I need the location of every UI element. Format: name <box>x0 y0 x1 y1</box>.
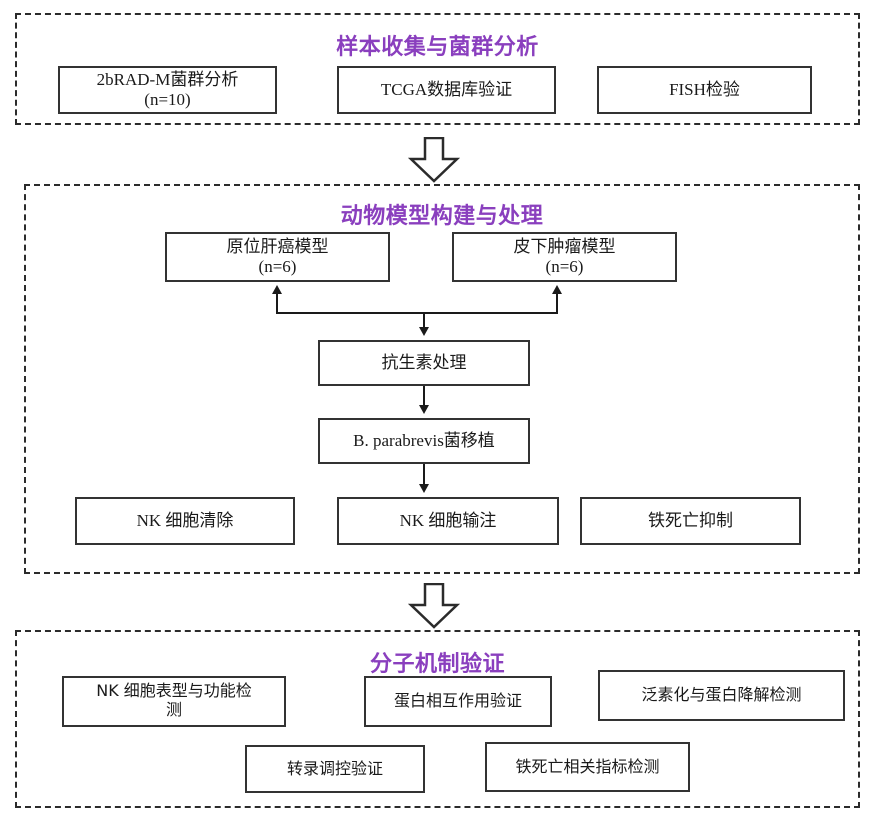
box-2brad-m-analysis[interactable]: 2bRAD-M菌群分析 (n=10) <box>58 66 277 114</box>
arrowhead-down-to-antibiotic <box>419 327 429 336</box>
box-nk-infusion-text: NK 细胞输注 <box>399 510 497 530</box>
box-orthotopic-liver-cancer-model[interactable]: 原位肝癌模型 (n=6) <box>165 232 390 282</box>
box-nk-phenotype-function-assay[interactable]: NK 细胞表型与功能检 测 <box>62 676 286 727</box>
box-fish-assay[interactable]: FISH检验 <box>597 66 812 114</box>
box-line2: (n=6) <box>258 257 297 276</box>
section-title-sample-collection: 样本收集与菌群分析 <box>336 35 539 60</box>
box-line1: 原位肝癌模型 <box>226 236 329 256</box>
box-line1: 2bRAD-M菌群分析 <box>96 69 239 89</box>
box-ferroptosis-marker-assay-text: 铁死亡相关指标检测 <box>515 756 660 776</box>
box-transcription-regulation-validation[interactable]: 转录调控验证 <box>245 745 425 793</box>
box-tcga-validation-text: TCGA数据库验证 <box>380 79 513 99</box>
box-ferroptosis-inhibition[interactable]: 铁死亡抑制 <box>580 497 801 545</box>
box-ubiquitination-degradation-assay[interactable]: 泛素化与蛋白降解检测 <box>598 670 845 721</box>
box-nk-phenotype-function-assay-text: NK 细胞表型与功能检 测 <box>96 681 252 720</box>
box-ferroptosis-inhibition-text: 铁死亡抑制 <box>648 510 733 530</box>
section-arrow-down-1 <box>406 137 462 183</box>
box-line2: 测 <box>165 699 182 719</box>
arrowhead-down-to-nk-infusion <box>419 484 429 493</box>
connector-bus-horizontal <box>276 312 558 314</box>
section-arrow-down-2 <box>406 583 462 629</box>
section-title-animal-model: 动物模型构建与处理 <box>340 204 544 229</box>
box-ferroptosis-marker-assay[interactable]: 铁死亡相关指标检测 <box>485 742 690 792</box>
connector-bus-to-antibiotic <box>423 312 425 329</box>
box-line2: (n=6) <box>545 257 584 276</box>
box-bacteria-transplant-text: B. parabrevis菌移植 <box>353 430 495 450</box>
box-protein-interaction-validation[interactable]: 蛋白相互作用验证 <box>364 676 552 727</box>
arrowhead-up-to-orthotopic-model <box>272 285 282 294</box>
box-line1: 皮下肿瘤模型 <box>513 236 616 256</box>
box-line2: (n=10) <box>144 90 191 109</box>
box-fish-assay-text: FISH检验 <box>669 79 740 99</box>
box-antibiotic-treatment[interactable]: 抗生素处理 <box>318 340 530 386</box>
box-subcutaneous-tumor-model-text: 皮下肿瘤模型 (n=6) <box>514 237 616 277</box>
box-nk-depletion-text: NK 细胞清除 <box>136 510 234 530</box>
box-subcutaneous-tumor-model[interactable]: 皮下肿瘤模型 (n=6) <box>452 232 677 282</box>
box-tcga-validation[interactable]: TCGA数据库验证 <box>337 66 556 114</box>
section-title-molecular-mechanism: 分子机制验证 <box>369 652 505 677</box>
connector-bus-right-riser <box>556 294 558 313</box>
arrowhead-down-to-transplant <box>419 405 429 414</box>
box-orthotopic-liver-cancer-model-text: 原位肝癌模型 (n=6) <box>227 237 329 277</box>
box-protein-interaction-validation-text: 蛋白相互作用验证 <box>393 691 522 711</box>
box-ubiquitination-degradation-assay-text: 泛素化与蛋白降解检测 <box>641 685 802 705</box>
box-antibiotic-treatment-text: 抗生素处理 <box>381 352 467 372</box>
connector-transplant-to-nk-infusion <box>423 464 425 486</box>
connector-antibiotic-to-transplant <box>423 386 425 407</box>
box-nk-depletion[interactable]: NK 细胞清除 <box>75 497 295 545</box>
box-line1: NK 细胞表型与功能检 <box>96 681 252 700</box>
connector-bus-left-riser <box>276 294 278 313</box>
arrowhead-up-to-subcutaneous-model <box>552 285 562 294</box>
box-nk-infusion[interactable]: NK 细胞输注 <box>337 497 559 545</box>
box-transcription-regulation-validation-text: 转录调控验证 <box>286 758 383 778</box>
box-2brad-m-analysis-text: 2bRAD-M菌群分析 (n=10) <box>97 70 239 110</box>
box-bacteria-transplant[interactable]: B. parabrevis菌移植 <box>318 418 530 464</box>
